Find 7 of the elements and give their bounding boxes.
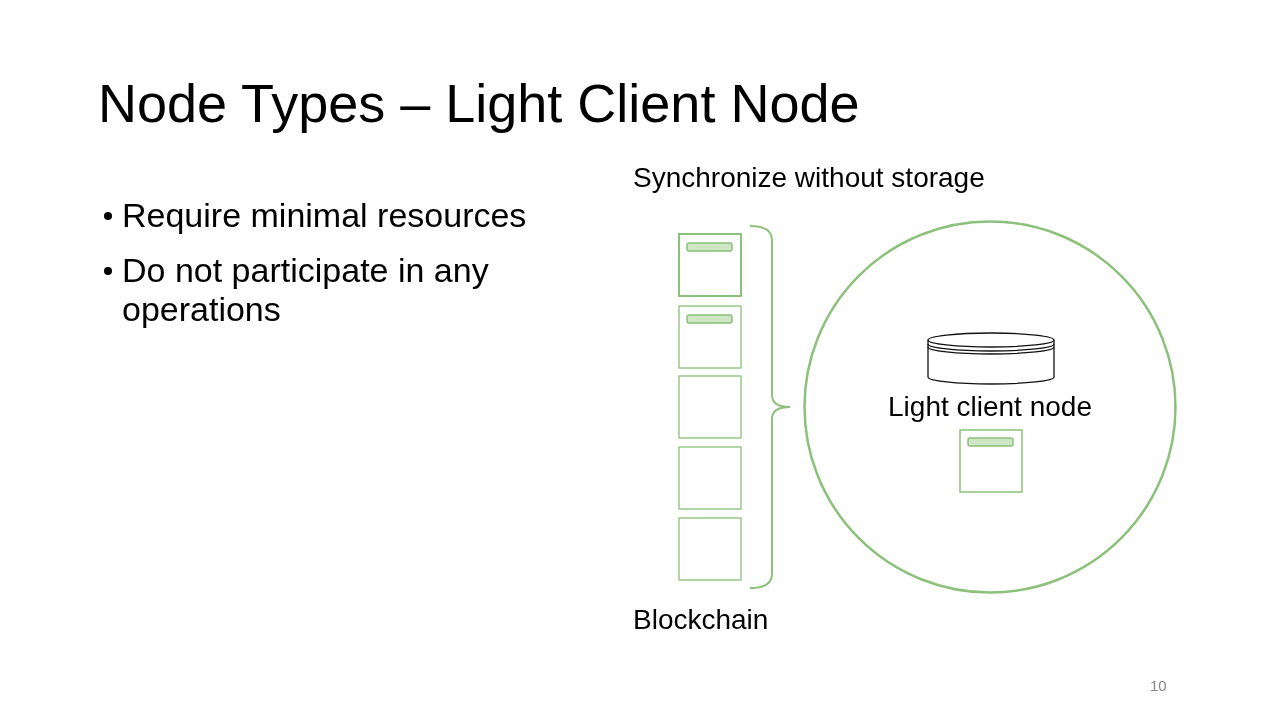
bullet-text: Do not participate in any operations [122,251,490,329]
bullet-text: Require minimal resources [122,196,527,235]
slide-title: Node Types – Light Client Node [98,72,860,134]
diagram-caption: Blockchain [633,604,769,636]
diagram-heading: Synchronize without storage [633,162,985,194]
slide-number: 10 [1150,677,1167,694]
node-label: Light client node [887,390,1093,424]
